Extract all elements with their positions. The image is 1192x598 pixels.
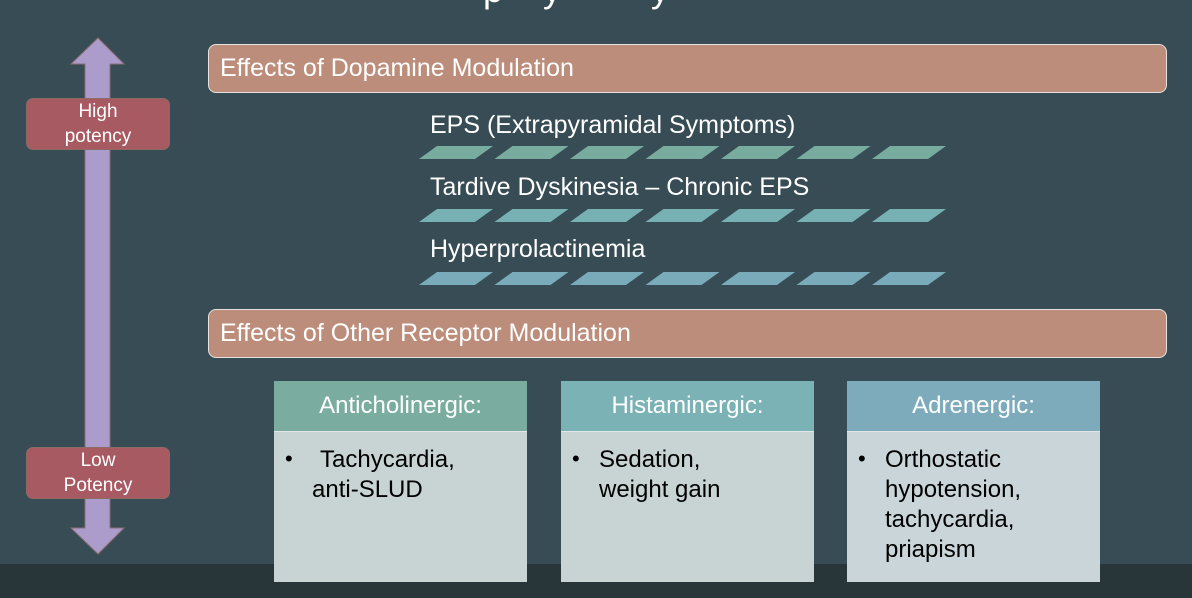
card-line: hypotension,	[885, 476, 1022, 503]
stripe-parallelogram	[494, 146, 569, 159]
card-line: weight gain	[599, 476, 721, 503]
card-text: Orthostatic hypotension, tachycardia, pr…	[885, 445, 1090, 565]
effect-tardive-dyskinesia: Tardive Dyskinesia – Chronic EPS	[430, 173, 810, 201]
potency-double-arrow	[69, 37, 126, 555]
card-body: • Orthostatic hypotension, tachycardia, …	[847, 431, 1100, 582]
stripe-parallelogram	[796, 209, 871, 222]
stripe-parallelogram	[570, 272, 644, 285]
low-potency-label: Low Potency	[26, 447, 170, 499]
stripe-parallelogram	[796, 146, 871, 159]
stripe-parallelogram	[419, 209, 493, 222]
card-adrenergic: Adrenergic: • Orthostatic hypotension, t…	[847, 381, 1100, 582]
card-text: Sedation, weight gain	[599, 445, 804, 505]
stripe-parallelogram	[494, 209, 569, 222]
stripe-divider-3	[419, 272, 946, 285]
stripe-parallelogram	[872, 272, 946, 285]
high-potency-line2: potency	[64, 126, 132, 147]
card-title: Adrenergic:	[847, 381, 1100, 431]
card-histaminergic: Histaminergic: • Sedation, weight gain	[561, 381, 814, 582]
stripe-parallelogram	[419, 272, 493, 285]
high-potency-line1: High	[78, 101, 118, 122]
card-line: anti-SLUD	[312, 476, 423, 503]
stripe-parallelogram	[570, 209, 644, 222]
card-line: Orthostatic	[885, 446, 1002, 473]
stripe-parallelogram	[645, 146, 720, 159]
card-title: Histaminergic:	[561, 381, 814, 431]
card-text: Tachycardia, anti-SLUD	[312, 445, 517, 505]
card-body: • Sedation, weight gain	[561, 431, 814, 582]
bullet-icon: •	[858, 446, 866, 471]
stripe-divider-2	[419, 209, 946, 222]
stripe-parallelogram	[494, 272, 569, 285]
bullet-icon: •	[572, 446, 580, 471]
stripe-divider-1	[419, 146, 946, 159]
effect-hyperprolactinemia: Hyperprolactinemia	[430, 235, 646, 263]
card-title: Anticholinergic:	[274, 381, 527, 431]
stripe-parallelogram	[721, 146, 795, 159]
dopamine-modulation-header: Effects of Dopamine Modulation	[208, 44, 1167, 93]
stripe-parallelogram	[645, 272, 720, 285]
stripe-parallelogram	[570, 146, 644, 159]
card-body: • Tachycardia, anti-SLUD	[274, 431, 527, 582]
card-line: Tachycardia,	[320, 446, 455, 473]
arrow-shaft-with-heads	[69, 37, 126, 555]
card-anticholinergic: Anticholinergic: • Tachycardia, anti-SLU…	[274, 381, 527, 582]
low-potency-line2: Potency	[63, 475, 133, 496]
card-line: priapism	[885, 536, 976, 563]
bullet-icon: •	[285, 446, 293, 471]
stripe-parallelogram	[645, 209, 720, 222]
effect-eps: EPS (Extrapyramidal Symptoms)	[430, 111, 796, 139]
low-potency-line1: Low	[80, 450, 116, 471]
stripe-parallelogram	[872, 209, 946, 222]
stripe-parallelogram	[419, 146, 493, 159]
card-line: tachycardia,	[885, 506, 1015, 533]
stripe-parallelogram	[721, 209, 795, 222]
card-line: Sedation,	[599, 446, 701, 473]
other-receptor-modulation-header: Effects of Other Receptor Modulation	[208, 309, 1167, 358]
stripe-parallelogram	[796, 272, 871, 285]
slide-title-cropped: py y	[0, 0, 1192, 8]
stripe-parallelogram	[872, 146, 946, 159]
high-potency-label: High potency	[26, 98, 170, 150]
stripe-parallelogram	[721, 272, 795, 285]
